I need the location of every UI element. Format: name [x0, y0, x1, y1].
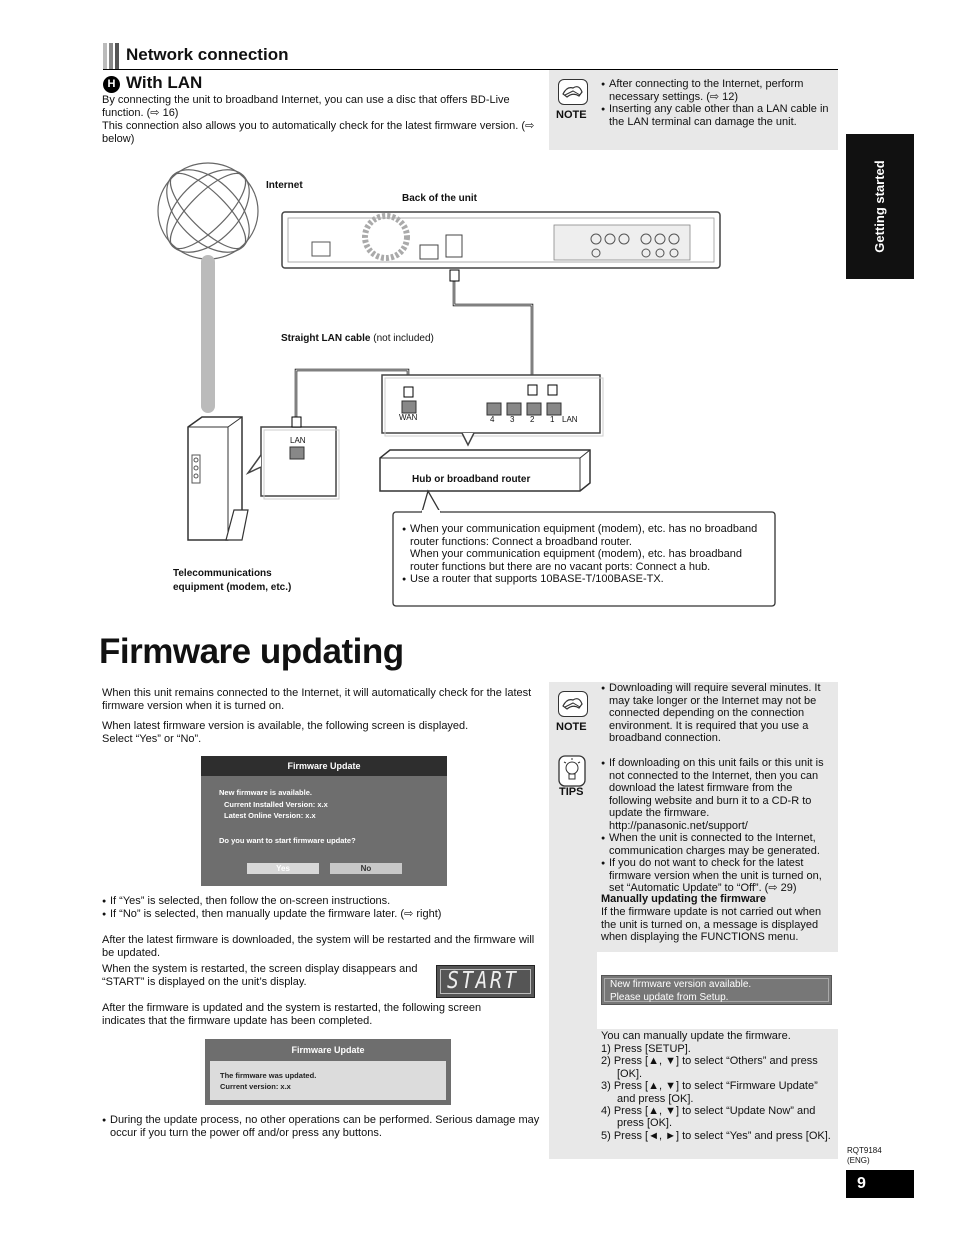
modem-lan-label: LAN — [290, 436, 306, 445]
unit-display: START — [436, 965, 535, 998]
choice-list: If “Yes” is selected, then follow the on… — [102, 895, 542, 920]
side-tab-getting-started: Getting started — [846, 134, 914, 279]
lightbulb-icon — [558, 755, 586, 787]
manual-intro: You can manually update the firmware. — [601, 1030, 791, 1042]
wan-port-label: WAN — [399, 413, 418, 422]
message-line: Please update from Setup. — [610, 992, 729, 1003]
info-list: When your communication equipment (modem… — [402, 523, 767, 586]
support-url: http://panasonic.net/support/ — [609, 819, 748, 832]
tips-item: When the unit is connected to the Intern… — [601, 832, 833, 857]
dialog-line: Latest Online Version: x.x — [224, 811, 316, 820]
note-icon — [558, 691, 588, 717]
steps-list: 1) Press [SETUP]. 2) Press [▲, ▼] to sel… — [601, 1043, 833, 1142]
firmware-paragraph-5: After the firmware is updated and the sy… — [102, 1002, 482, 1027]
section-marker — [103, 43, 125, 69]
info-item: When your communication equipment (modem… — [402, 523, 767, 548]
firmware-paragraph-4: When the system is restarted, the screen… — [102, 963, 418, 988]
tips-label: TIPS — [559, 786, 584, 798]
modem-label: Telecommunications equipment (modem, etc… — [173, 568, 292, 593]
note-label: NOTE — [556, 109, 587, 121]
port-number: 3 — [510, 415, 515, 424]
yes-button[interactable]: Yes — [247, 863, 319, 874]
message-line: New firmware version available. — [610, 979, 752, 990]
note-item: Inserting any cable other than a LAN cab… — [601, 103, 833, 128]
note-label: NOTE — [556, 721, 587, 733]
dialog-line: Current version: x.x — [220, 1082, 291, 1091]
firmware-updated-dialog: Firmware Update The firmware was updated… — [205, 1039, 451, 1105]
step-item: 1) Press [SETUP]. — [601, 1043, 691, 1055]
hub-router — [379, 449, 591, 492]
internet-label: Internet — [266, 180, 303, 191]
note-box-top: NOTE After connecting to the Internet, p… — [549, 70, 838, 150]
dialog-line: Current Installed Version: x.x — [224, 800, 328, 809]
note-item: Downloading will require several minutes… — [601, 682, 833, 745]
info-item: When your communication equipment (modem… — [410, 548, 743, 573]
manual-update-paragraph: If the firmware update is not carried ou… — [601, 906, 822, 943]
back-of-unit-label: Back of the unit — [402, 193, 478, 204]
intro-paragraph-2: This connection also allows you to autom… — [102, 120, 535, 145]
dialog-header: Firmware Update — [205, 1039, 451, 1061]
warning-list: During the update process, no other oper… — [102, 1114, 542, 1139]
warning-item: During the update process, no other oper… — [102, 1114, 542, 1139]
no-button[interactable]: No — [330, 863, 402, 874]
port-number: 2 — [530, 415, 535, 424]
firmware-title: Firmware updating — [99, 632, 404, 671]
dialog-question: Do you want to start firmware update? — [219, 836, 356, 845]
step-item: 3) Press [▲, ▼] to select “Firmware Upda… — [601, 1080, 818, 1105]
choice-item: If “Yes” is selected, then follow the on… — [102, 895, 542, 908]
note-item: After connecting to the Internet, perfor… — [601, 78, 833, 103]
note-list: After connecting to the Internet, perfor… — [601, 78, 833, 128]
section-rule — [103, 69, 838, 70]
update-message-banner: New firmware version available. Please u… — [601, 975, 832, 1005]
step-item: 2) Press [▲, ▼] to select “Others” and p… — [601, 1055, 818, 1080]
step-item: 4) Press [▲, ▼] to select “Update Now” a… — [601, 1105, 816, 1130]
note-icon — [558, 79, 588, 105]
step-letter-badge: H — [103, 76, 120, 93]
firmware-paragraph-1: When this unit remains connected to the … — [102, 687, 532, 712]
info-item: Use a router that supports 10BASE-T/100B… — [402, 573, 767, 586]
cable-label: Straight LAN cable (not included) — [281, 333, 434, 344]
lan-ports-label: LAN — [562, 415, 578, 424]
internet-globe-icon — [157, 162, 259, 260]
hub-label: Hub or broadband router — [412, 474, 531, 485]
step-item: 5) Press [◄, ►] to select “Yes” and pres… — [601, 1129, 831, 1142]
firmware-update-dialog: Firmware Update New firmware is availabl… — [201, 756, 447, 886]
tips-item: If downloading on this unit fails or thi… — [601, 757, 833, 832]
dialog-line: New firmware is available. — [219, 788, 312, 797]
with-lan-title: With LAN — [126, 73, 203, 92]
internet-line — [201, 255, 215, 413]
manual-update-title: Manually updating the firmware — [601, 893, 767, 905]
dialog-header: Firmware Update — [201, 756, 447, 776]
right-info-box: NOTE Downloading will require several mi… — [549, 682, 838, 1159]
section-title: Network connection — [126, 45, 289, 64]
unit-back-panel — [281, 211, 721, 269]
tips-list: If downloading on this unit fails or thi… — [601, 757, 833, 895]
port-number: 4 — [490, 415, 495, 424]
document-code: RQT9184 (ENG) — [847, 1146, 882, 1165]
tips-item: If you do not want to check for the late… — [601, 857, 833, 895]
firmware-paragraph-2: When latest firmware version is availabl… — [102, 720, 469, 732]
port-number: 1 — [550, 415, 555, 424]
modem-device — [187, 416, 249, 541]
dialog-line: The firmware was updated. — [220, 1071, 317, 1080]
firmware-paragraph-2b: Select “Yes” or “No”. — [102, 733, 202, 745]
intro-paragraph-1: By connecting the unit to broadband Inte… — [102, 94, 510, 119]
firmware-paragraph-3: After the latest firmware is downloaded,… — [102, 934, 535, 959]
page-number: 9 — [846, 1170, 914, 1198]
note-list: Downloading will require several minutes… — [601, 682, 833, 745]
choice-item: If “No” is selected, then manually updat… — [102, 908, 542, 921]
start-display-text: START — [447, 968, 519, 994]
